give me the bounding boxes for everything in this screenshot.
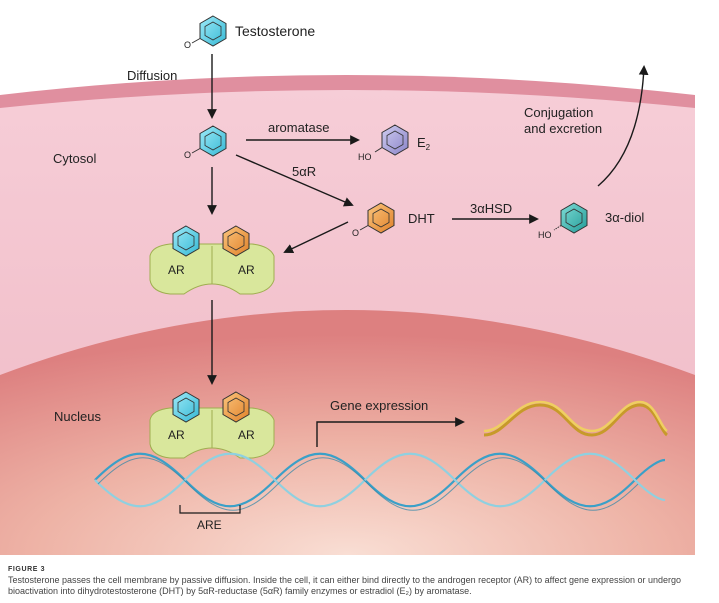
dht-to-receptor-arrow	[283, 221, 349, 254]
ar-label: AR	[238, 428, 255, 442]
oxygen-label: O	[184, 40, 191, 50]
excretion-arrow	[597, 65, 649, 187]
dht-label: DHT	[408, 211, 435, 226]
mrna-transcript	[483, 400, 669, 437]
androgen-pathway-diagram: O Testosterone Diffusion O Cytosol aroma…	[0, 15, 695, 555]
five-alpha-reductase-label: 5αR	[292, 164, 316, 179]
estradiol-molecule: HO	[358, 124, 409, 162]
dht-molecule: O	[352, 202, 395, 238]
diffusion-label: Diffusion	[127, 68, 177, 83]
oxygen-label: O	[352, 228, 359, 238]
ar-label: AR	[168, 263, 185, 277]
conjugation-label-line1: Conjugation	[524, 105, 593, 120]
are-label: ARE	[197, 518, 222, 532]
figure-number: FIGURE 3	[8, 566, 46, 573]
nucleus-label: Nucleus	[54, 409, 101, 424]
hydroxyl-label: HO	[538, 230, 552, 240]
conjugation-label-line2: and excretion	[524, 121, 602, 136]
five-alpha-reductase-arrow	[235, 154, 354, 207]
ar-label: AR	[238, 263, 255, 277]
aromatase-label: aromatase	[268, 120, 329, 135]
figure-caption: FIGURE 3 Testosterone passes the cell me…	[8, 566, 716, 597]
three-alpha-diol-label: 3α-diol	[605, 210, 644, 225]
testosterone-label: Testosterone	[235, 23, 315, 39]
oxygen-label: O	[184, 150, 191, 160]
dna-double-helix	[94, 452, 666, 511]
three-alpha-diol-molecule: HO	[538, 202, 588, 240]
gene-expression-arrow	[316, 417, 465, 447]
caption-text: Testosterone passes the cell membrane by…	[8, 575, 682, 596]
testosterone-molecule-inside: O	[184, 125, 227, 160]
e2-label: E2	[417, 135, 431, 152]
testosterone-molecule-outside: O	[184, 15, 227, 50]
are-bracket	[179, 505, 241, 514]
three-alpha-hsd-label: 3αHSD	[470, 201, 512, 216]
androgen-receptor-complex-nucleus	[149, 391, 275, 459]
cytosol-label: Cytosol	[53, 151, 96, 166]
nucleus-region	[0, 310, 695, 555]
ar-label: AR	[168, 428, 185, 442]
hydroxyl-label: HO	[358, 152, 372, 162]
gene-expression-label: Gene expression	[330, 398, 428, 413]
androgen-receptor-complex-cytosol	[149, 225, 275, 295]
